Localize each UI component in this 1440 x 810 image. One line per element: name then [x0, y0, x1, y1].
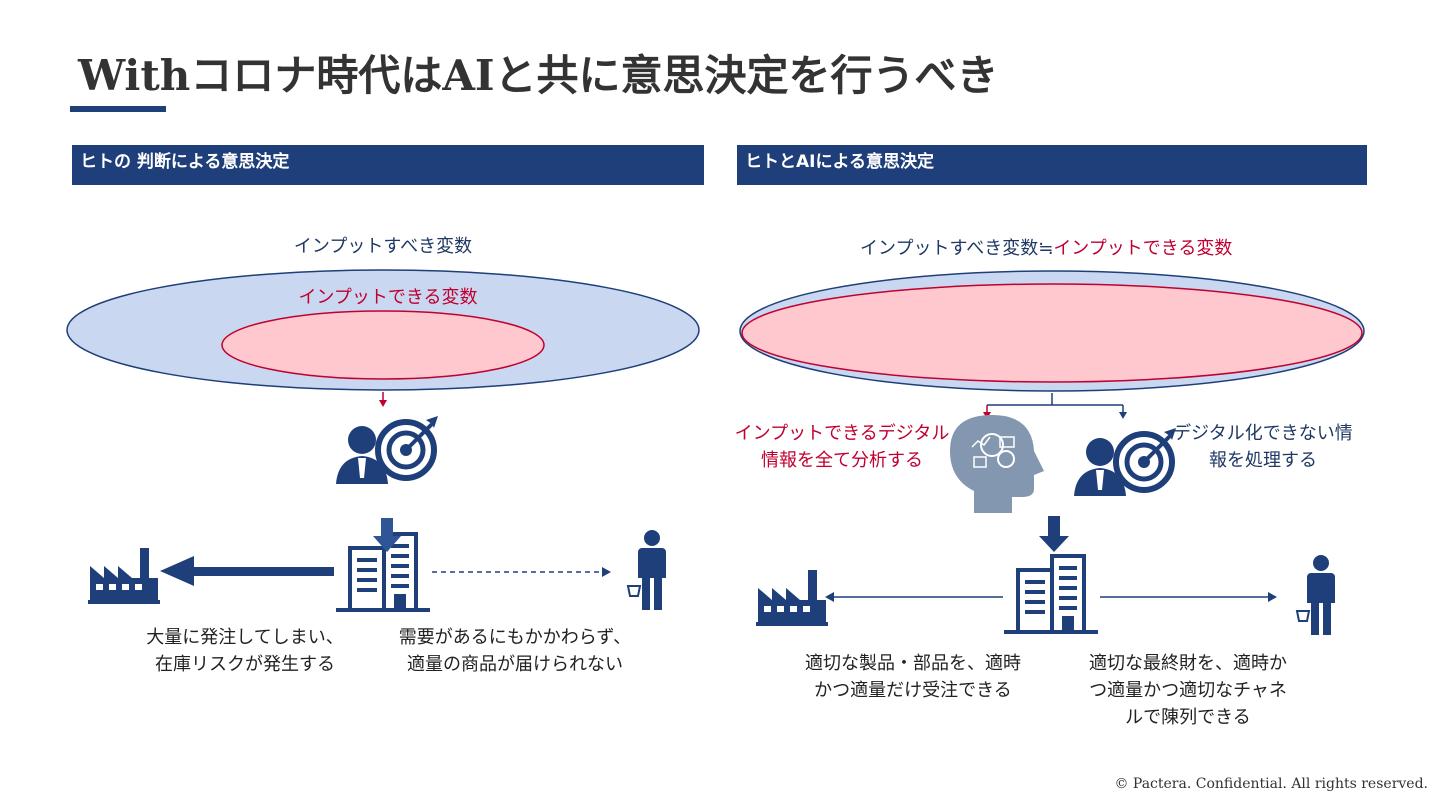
right-outer-label: インプットすべき変数≒: [860, 238, 1054, 259]
right-inner-label: インプットできる変数: [1053, 238, 1233, 259]
down-arrow-icon: [373, 518, 401, 552]
human-text-line: デジタル化できない情: [1173, 423, 1353, 444]
left-caption-inventory: 大量に発注してしまい、 在庫リスクが発生する: [110, 624, 380, 678]
factory-icon: [756, 570, 828, 626]
caption-line: 適切な最終財を、適時か: [1089, 653, 1287, 674]
caption-line: 適量の商品が届けられない: [407, 654, 623, 675]
caption-line: 需要があるにもかかわらず、: [398, 627, 632, 648]
ai-head-icon: [950, 415, 1044, 513]
factory-icon: [88, 548, 160, 604]
caption-line: 適切な製品・部品を、適時: [805, 653, 1021, 674]
ai-analysis-text: インプットできるデジタル 情報を全て分析する: [726, 420, 958, 474]
left-caption-demand: 需要があるにもかかわらず、 適量の商品が届けられない: [380, 624, 650, 678]
caption-line: ルで陳列できる: [1125, 707, 1251, 728]
shopper-icon: [1296, 554, 1336, 636]
businessman-target-icon: [336, 416, 438, 484]
left-inner-ellipse: [221, 310, 545, 380]
copyright-footer: © Pactera. Confidential. All rights rese…: [1114, 776, 1428, 792]
caption-line: かつ適量だけ受注できる: [814, 680, 1012, 701]
right-caption-display: 適切な最終財を、適時か つ適量かつ適切なチャネ ルで陳列できる: [1065, 650, 1311, 731]
ai-text-line: 情報を全て分析する: [761, 450, 923, 471]
human-processing-text: デジタル化できない情 報を処理する: [1160, 420, 1366, 474]
caption-line: 大量に発注してしまい、: [146, 627, 344, 648]
right-section-header: ヒトとAIによる意思決定: [737, 145, 1367, 185]
left-inner-label: インプットできる変数: [298, 287, 478, 308]
left-section-header: ヒトの 判断による意思決定: [72, 145, 704, 185]
human-text-line: 報を処理する: [1209, 450, 1317, 471]
left-outer-label: インプットすべき変数: [293, 236, 473, 257]
page-title: Withコロナ時代はAIと共に意思決定を行うべき: [78, 51, 999, 100]
building-icon: [1002, 554, 1100, 636]
caption-line: つ適量かつ適切なチャネ: [1089, 680, 1287, 701]
caption-line: 在庫リスクが発生する: [155, 654, 335, 675]
right-inner-ellipse: [741, 283, 1363, 383]
down-arrow-icon: [1039, 516, 1069, 552]
title-underline: [70, 106, 166, 112]
right-ellipse-label: インプットすべき変数≒インプットできる変数: [860, 234, 1260, 260]
shopper-icon: [627, 529, 667, 611]
ai-text-line: インプットできるデジタル: [734, 423, 950, 444]
right-caption-orders: 適切な製品・部品を、適時 かつ適量だけ受注できる: [788, 650, 1038, 704]
